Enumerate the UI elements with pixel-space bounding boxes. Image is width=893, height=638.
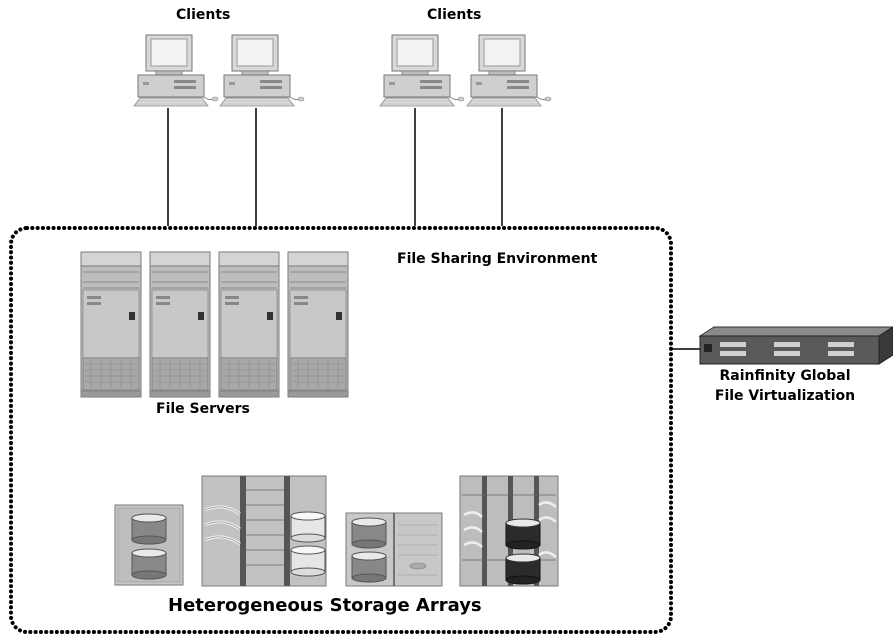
rainfinity-appliance-icon — [698, 326, 893, 365]
file-servers-label: File Servers — [156, 401, 250, 417]
file-server-icon — [218, 251, 280, 398]
file-server-icon — [149, 251, 211, 398]
clients-label-left: Clients — [176, 7, 231, 23]
storage-array-icon — [114, 504, 184, 586]
appliance-label-line1: Rainfinity Global — [719, 368, 851, 384]
file-sharing-environment-boundary — [9, 226, 673, 634]
client-computer-icon — [379, 34, 465, 107]
appliance-label: Rainfinity Global File Virtualization — [700, 366, 870, 406]
client-computer-icon — [466, 34, 552, 107]
storage-array-icon — [459, 475, 559, 587]
file-server-icon — [80, 251, 142, 398]
file-server-icon — [287, 251, 349, 398]
appliance-label-line2: File Virtualization — [714, 388, 856, 404]
client-computer-icon — [219, 34, 305, 107]
client-computer-icon — [133, 34, 219, 107]
storage-array-icon — [345, 512, 443, 587]
storage-arrays-label: Heterogeneous Storage Arrays — [168, 595, 482, 616]
environment-label: File Sharing Environment — [397, 251, 598, 267]
clients-label-right: Clients — [427, 7, 482, 23]
client-connection-lines — [167, 108, 503, 226]
storage-array-icon — [201, 475, 327, 587]
